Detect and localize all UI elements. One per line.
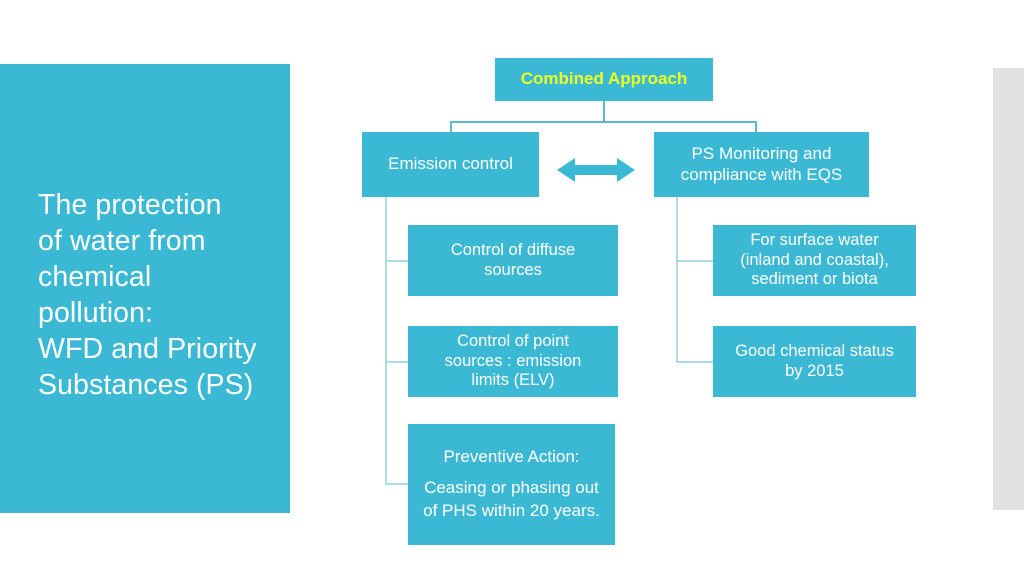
page-title: The protection of water from chemical po… — [38, 189, 257, 401]
node-for-surface-water[interactable]: For surface water (inland and coastal), … — [713, 225, 916, 296]
connector-root-to-monitoring — [755, 121, 757, 133]
node-emission-control[interactable]: Emission control — [362, 132, 539, 197]
right-edge-bar — [993, 68, 1024, 510]
connector-emission-child-3 — [385, 483, 409, 485]
node-control-point-sources[interactable]: Control of point sources : emission limi… — [408, 326, 618, 397]
node-preventive-action-heading: Preventive Action: — [443, 447, 580, 467]
double-headed-arrow-icon — [557, 155, 635, 185]
connector-emission-child-1 — [385, 260, 409, 262]
connector-monitoring-child-2 — [676, 361, 714, 363]
title-panel: The protection of water from chemical po… — [0, 64, 290, 513]
node-control-diffuse-sources[interactable]: Control of diffuse sources — [408, 225, 618, 296]
connector-root-bus — [450, 121, 756, 123]
node-preventive-action[interactable]: Preventive Action: Ceasing or phasing ou… — [408, 424, 615, 545]
connector-root-to-emission — [450, 121, 452, 133]
node-good-chemical-status[interactable]: Good chemical status by 2015 — [713, 326, 916, 397]
connector-root-stem — [603, 101, 605, 122]
node-ps-monitoring[interactable]: PS Monitoring and compliance with EQS — [654, 132, 869, 197]
node-combined-approach[interactable]: Combined Approach — [495, 58, 713, 101]
connector-emission-child-2 — [385, 361, 409, 363]
node-preventive-action-body: Ceasing or phasing out of PHS within 20 … — [423, 478, 600, 520]
connector-monitoring-trunk — [676, 197, 678, 362]
connector-emission-trunk — [385, 197, 387, 484]
connector-monitoring-child-1 — [676, 260, 714, 262]
